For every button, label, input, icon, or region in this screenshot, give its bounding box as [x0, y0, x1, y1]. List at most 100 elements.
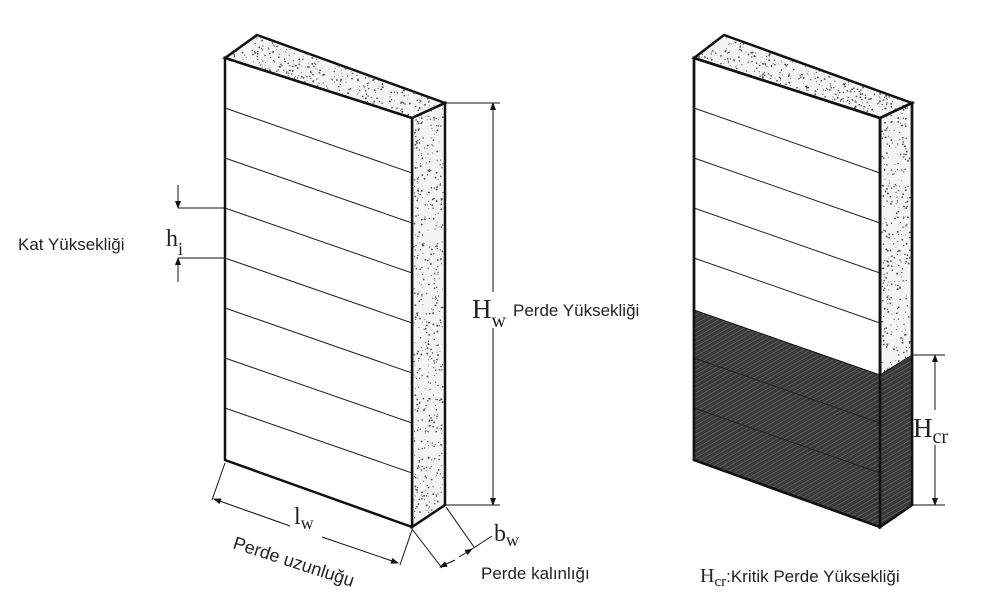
speckle-dot — [278, 53, 280, 55]
speckle-dot — [413, 499, 415, 501]
speckle-dot — [894, 217, 897, 220]
speckle-dot — [787, 75, 790, 77]
speckle-dot — [421, 465, 423, 468]
speckle-dot — [370, 96, 372, 98]
speckle-dot — [422, 304, 424, 306]
speckle-dot — [438, 428, 440, 430]
speckle-dot — [903, 153, 905, 155]
speckle-dot — [423, 242, 425, 245]
speckle-dot — [441, 116, 444, 119]
speckle-dot — [906, 305, 908, 307]
speckle-dot — [417, 465, 419, 467]
speckle-dot — [883, 96, 886, 99]
speckle-dot — [428, 100, 430, 102]
speckle-dot — [299, 60, 301, 62]
speckle-dot — [839, 99, 841, 101]
speckle-dot — [414, 364, 416, 366]
speckle-dot — [903, 317, 905, 319]
speckle-dot — [425, 162, 427, 164]
speckle-dot — [416, 491, 418, 494]
speckle-dot — [883, 169, 886, 172]
speckle-dot — [909, 256, 911, 258]
speckle-dot — [419, 317, 422, 320]
speckle-dot — [437, 295, 440, 297]
speckle-dot — [891, 255, 893, 257]
speckle-dot — [873, 93, 876, 96]
speckle-dot — [272, 59, 275, 62]
speckle-dot — [766, 58, 767, 60]
speckle-dot — [417, 420, 419, 422]
wall-length-symbol: lw — [294, 504, 314, 533]
speckle-dot — [285, 49, 287, 51]
speckle-dot — [418, 176, 420, 178]
speckle-dot — [896, 254, 898, 256]
speckle-dot — [424, 348, 426, 350]
speckle-dot — [413, 353, 416, 356]
speckle-dot — [882, 267, 885, 270]
speckle-dot — [900, 153, 902, 156]
speckle-dot — [728, 43, 729, 45]
speckle-dot — [904, 125, 907, 128]
speckle-dot — [905, 260, 907, 263]
speckle-dot — [419, 242, 420, 244]
speckle-dot — [846, 99, 849, 102]
speckle-dot — [418, 300, 421, 302]
speckle-dot — [424, 408, 426, 410]
speckle-dot — [428, 397, 430, 400]
speckle-dot — [436, 427, 438, 429]
speckle-dot — [780, 60, 782, 62]
speckle-dot — [895, 246, 897, 248]
speckle-dot — [431, 466, 433, 468]
speckle-dot — [442, 288, 443, 290]
speckle-dot — [887, 185, 889, 187]
speckle-dot — [435, 496, 438, 498]
speckle-dot — [434, 499, 436, 501]
speckle-dot — [442, 163, 444, 165]
speckle-dot — [441, 399, 443, 401]
speckle-dot — [428, 511, 430, 513]
speckle-dot — [441, 241, 443, 243]
speckle-dot — [735, 66, 737, 68]
speckle-dot — [886, 116, 888, 118]
speckle-dot — [415, 377, 418, 380]
speckle-dot — [267, 68, 269, 70]
speckle-dot — [298, 58, 301, 61]
speckle-dot — [430, 308, 432, 310]
speckle-dot — [824, 96, 826, 98]
speckle-dot — [262, 60, 264, 62]
speckle-dot — [882, 334, 885, 337]
speckle-dot — [835, 93, 837, 95]
speckle-dot — [438, 454, 440, 457]
speckle-dot — [432, 485, 434, 487]
speckle-dot — [894, 164, 896, 165]
speckle-dot — [896, 196, 898, 198]
speckle-dot — [887, 295, 889, 297]
speckle-dot — [906, 205, 908, 208]
speckle-dot — [440, 208, 443, 211]
speckle-dot — [860, 89, 862, 90]
speckle-dot — [790, 78, 792, 80]
speckle-dot — [429, 263, 432, 265]
speckle-dot — [408, 102, 411, 105]
speckle-dot — [906, 298, 908, 300]
speckle-dot — [884, 129, 887, 132]
speckle-dot — [441, 224, 444, 226]
speckle-dot — [876, 103, 879, 105]
speckle-dot — [900, 234, 902, 236]
speckle-dot — [400, 101, 402, 103]
speckle-dot — [245, 57, 247, 59]
speckle-dot — [799, 76, 802, 78]
speckle-dot — [884, 230, 887, 232]
speckle-dot — [417, 350, 419, 352]
speckle-dot — [886, 332, 889, 335]
speckle-dot — [901, 169, 903, 171]
speckle-dot — [860, 105, 862, 107]
speckle-dot — [742, 43, 745, 45]
speckle-dot — [420, 298, 422, 301]
speckle-dot — [429, 356, 431, 358]
speckle-dot — [414, 376, 416, 378]
speckle-dot — [427, 486, 430, 489]
speckle-dot — [769, 77, 772, 80]
speckle-dot — [764, 63, 766, 65]
speckle-dot — [779, 77, 782, 80]
